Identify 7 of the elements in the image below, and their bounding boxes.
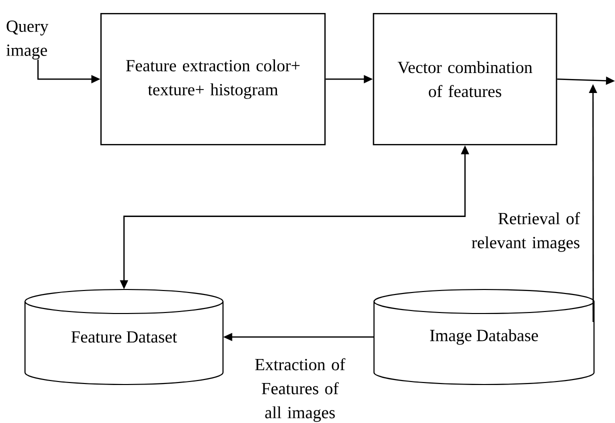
process-box: Feature extraction color+ texture+ histogram	[100, 13, 326, 146]
database-cylinder: Image Database	[373, 288, 595, 386]
edge-label: Extraction of Features of all images	[255, 358, 346, 422]
edge-label: Retrieval of relevant images	[472, 212, 580, 252]
process-box: Vector combination of features	[372, 13, 558, 146]
database-cylinder: Feature Dataset	[24, 288, 224, 386]
input-label: Query image	[6, 20, 48, 60]
